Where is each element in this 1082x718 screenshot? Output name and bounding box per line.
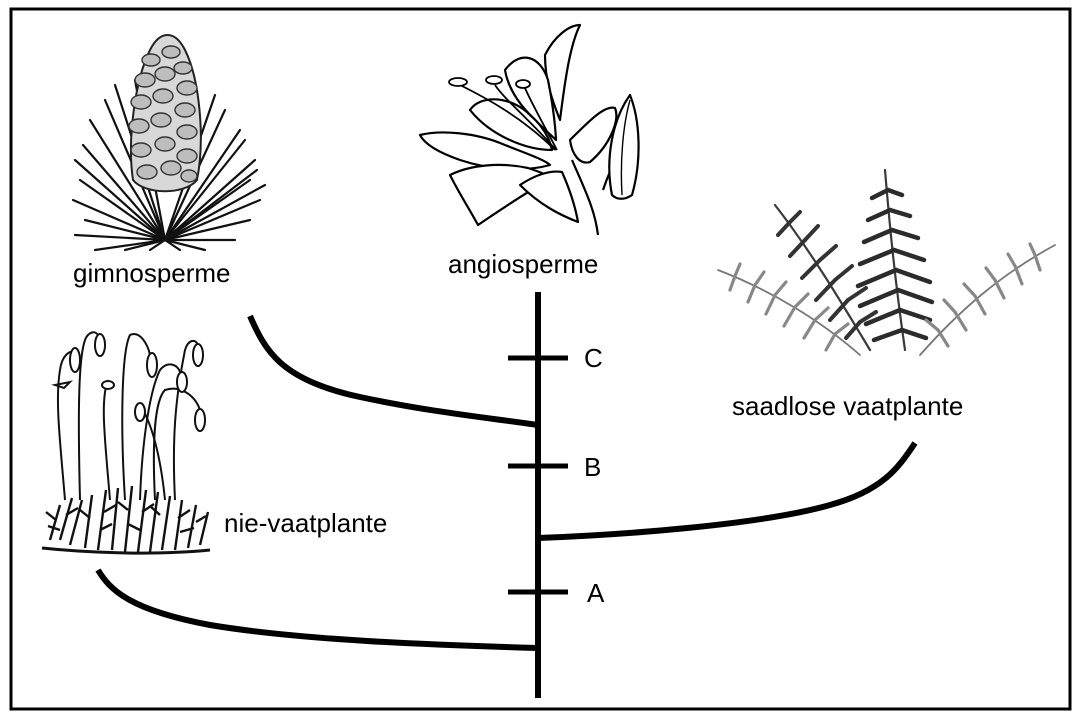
branch-gymnosperms [250,316,538,425]
marker-c-label: C [584,343,603,373]
taxon-label-seedless-vascular: saadlose vaatplante [732,391,963,421]
taxon-label-angiosperms: angiosperme [448,249,598,279]
taxon-label-nonvascular: nie-vaatplante [224,508,387,538]
lily-flower-icon [420,25,639,235]
marker-b-label: B [584,452,601,482]
moss-icon [42,332,210,553]
taxon-label-gymnosperms: gimnosperme [73,258,231,288]
cladogram-branches [98,292,915,698]
fern-icon [718,170,1055,355]
pine-cone-icon [73,35,265,250]
branch-nonvascular [98,570,538,648]
marker-a-label: A [587,578,605,608]
